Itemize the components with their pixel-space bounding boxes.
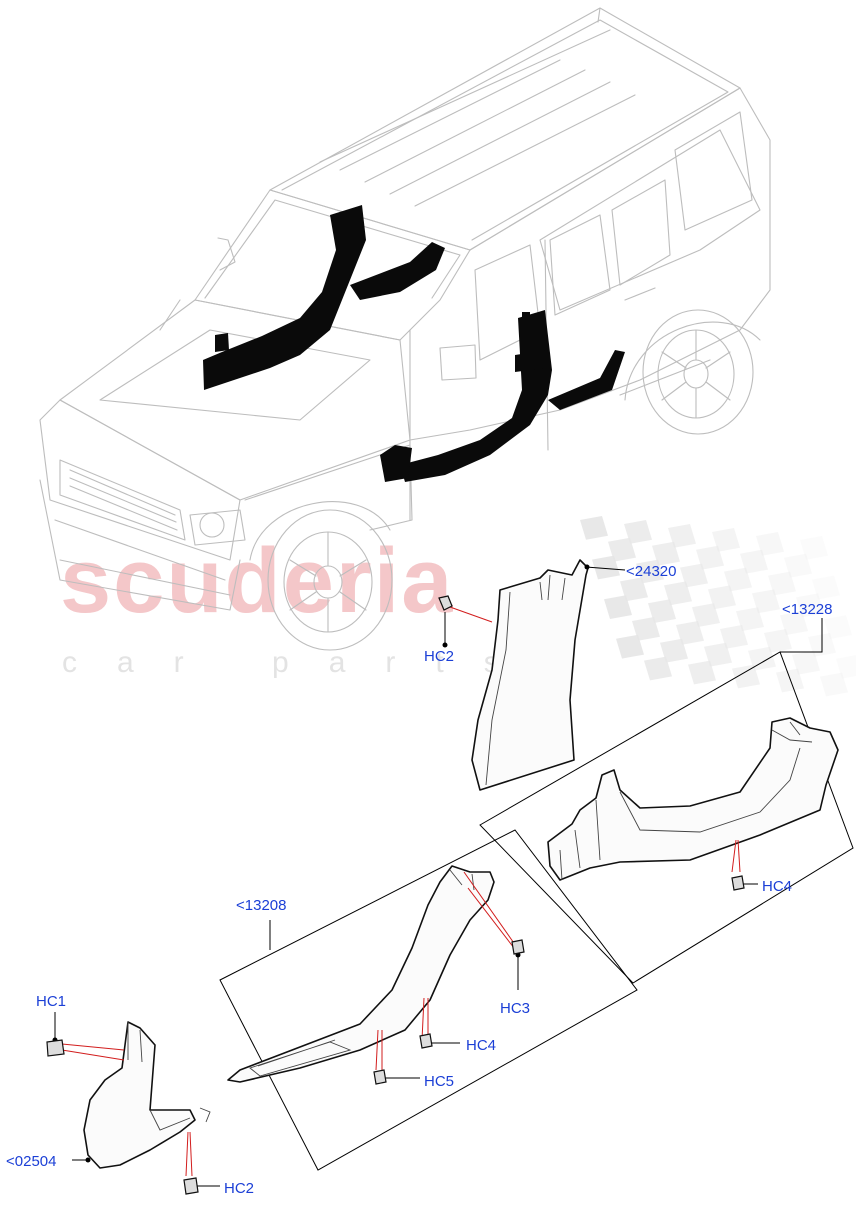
callout-hc5[interactable]: HC5 bbox=[424, 1073, 454, 1090]
watermark-checker-flag bbox=[580, 516, 856, 697]
group-box-13228 bbox=[479, 618, 854, 984]
callout-hc4-mid[interactable]: HC4 bbox=[466, 1037, 496, 1054]
checker-square bbox=[768, 571, 796, 596]
checker-square bbox=[704, 642, 732, 667]
checker-square bbox=[608, 537, 636, 562]
checker-square bbox=[812, 575, 840, 600]
callout-hc2-bottom[interactable]: HC2 bbox=[224, 1180, 254, 1197]
checker-square bbox=[624, 520, 652, 544]
highlighted-trim-on-vehicle bbox=[203, 205, 625, 482]
checker-square bbox=[836, 655, 856, 679]
vehicle-outline bbox=[39, 7, 771, 651]
checker-square bbox=[604, 595, 632, 619]
checker-square bbox=[696, 545, 724, 570]
checker-square bbox=[732, 664, 760, 689]
clip-icon bbox=[183, 1177, 199, 1195]
checker-square bbox=[580, 516, 608, 540]
checker-square bbox=[780, 611, 808, 635]
checker-square bbox=[752, 589, 780, 614]
part-13228-rear-sill bbox=[547, 717, 839, 891]
part-24320-pillar-trim bbox=[438, 559, 626, 791]
checker-square bbox=[688, 660, 716, 685]
callout-24320[interactable]: <24320 bbox=[626, 563, 676, 580]
clip-icon bbox=[419, 1033, 433, 1049]
checker-square bbox=[652, 541, 680, 566]
checker-square bbox=[708, 585, 736, 610]
clip-icon bbox=[731, 875, 745, 891]
checker-square bbox=[660, 638, 688, 663]
checker-square bbox=[676, 621, 704, 645]
checker-square bbox=[668, 524, 696, 548]
clip-icon bbox=[373, 1069, 387, 1085]
callout-13208[interactable]: <13208 bbox=[236, 897, 286, 914]
checker-square bbox=[776, 668, 804, 693]
checker-square bbox=[736, 607, 764, 631]
checker-square bbox=[764, 629, 792, 653]
checker-square bbox=[724, 567, 752, 592]
checker-square bbox=[800, 536, 828, 560]
checker-square bbox=[720, 625, 748, 649]
checker-square bbox=[644, 656, 672, 681]
checker-square bbox=[824, 615, 852, 639]
checker-square bbox=[712, 528, 740, 552]
checker-square bbox=[692, 603, 720, 627]
watermark-brand: scuderia bbox=[60, 530, 454, 632]
checker-square bbox=[756, 532, 784, 556]
callout-hc3[interactable]: HC3 bbox=[500, 1000, 530, 1017]
group-box-13208 bbox=[219, 829, 638, 1171]
checker-square bbox=[680, 563, 708, 588]
watermark-tagline: car parts bbox=[62, 646, 539, 679]
checker-square bbox=[648, 599, 676, 623]
callout-02504[interactable]: <02504 bbox=[6, 1153, 56, 1170]
checker-square bbox=[632, 617, 660, 641]
callout-hc4-right[interactable]: HC4 bbox=[762, 878, 792, 895]
checker-square bbox=[784, 553, 812, 578]
checker-square bbox=[740, 549, 768, 574]
checker-square bbox=[616, 634, 644, 659]
checker-square bbox=[592, 555, 620, 580]
checker-square bbox=[636, 559, 664, 584]
checker-square bbox=[664, 581, 692, 606]
part-02504-kick-panel bbox=[46, 1012, 220, 1195]
checker-square bbox=[796, 593, 824, 618]
checker-square bbox=[620, 577, 648, 602]
checker-square bbox=[792, 650, 820, 675]
part-13208-front-sill bbox=[227, 865, 525, 1085]
clip-icon bbox=[438, 595, 453, 611]
callout-hc2-top[interactable]: HC2 bbox=[424, 648, 454, 665]
checker-square bbox=[820, 672, 848, 697]
clip-icon bbox=[511, 939, 525, 955]
callout-13228[interactable]: <13228 bbox=[782, 601, 832, 618]
callout-hc1[interactable]: HC1 bbox=[36, 993, 66, 1010]
clip-icon bbox=[46, 1039, 65, 1057]
checker-square bbox=[748, 646, 776, 671]
